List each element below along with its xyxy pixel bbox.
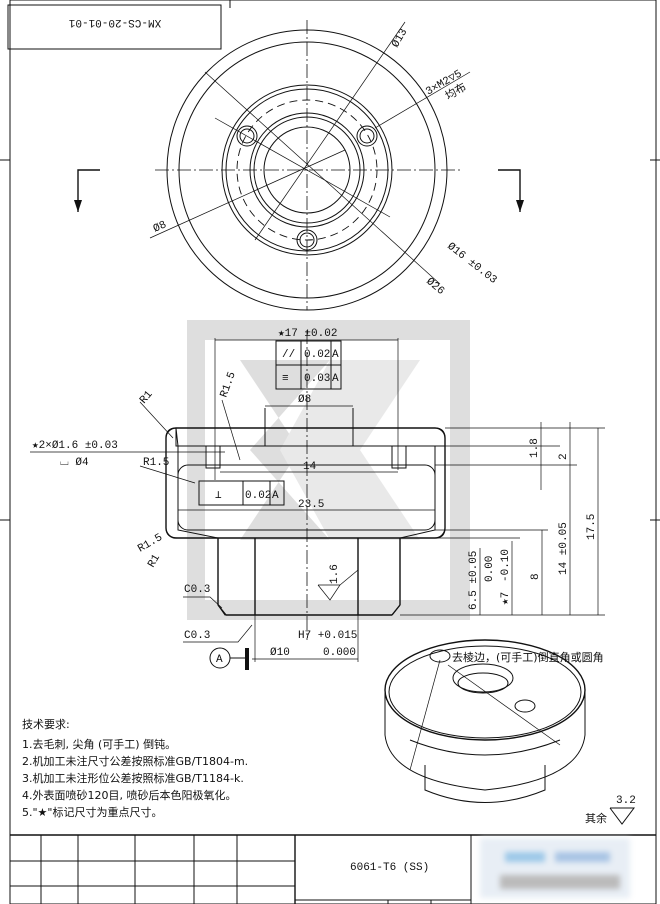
dim-7-tol-upper: 0.00 [484,556,496,582]
tech-req-item: 1.去毛刺, 尖角 (可手工) 倒钝。 [22,737,176,751]
dim-17: ★17 ±0.02 [278,328,337,340]
svg-text:A: A [272,490,279,502]
dim-d16: Ø16 ±0.03 [445,241,499,287]
dim-r15-top: R1.5 [218,370,238,399]
dim-2: 2 [558,453,570,460]
dim-hole: ★2×Ø1.6 ±0.03 [32,440,118,452]
dim-1-8: 1.8 [529,438,541,458]
svg-text://: // [282,349,295,361]
drawing-number: XM-CS-20-01-01 [68,16,161,28]
fcf-parallel: // 0.02 A ≡ 0.03 A [275,340,342,390]
dim-r15-low: R1.5 [136,532,165,556]
material: 6061-T6 (SS) [350,862,429,874]
dim-23-5: 23.5 [298,499,324,511]
chamfer-c03-a: C0.3 [184,584,210,596]
tech-req-item: 5."★"标记尺寸为重点尺寸。 [22,805,162,819]
dim-r1-low: R1 [146,552,163,570]
dim-bore-d10: Ø10 [270,647,290,659]
general-roughness: 3.2 其余 [585,795,636,825]
svg-text:A: A [216,654,223,666]
redacted-logo [480,838,630,898]
dim-d8-top: Ø8 [152,219,169,235]
datum-a: A [209,647,249,670]
title-block: 6061-T6 (SS) [10,834,656,904]
svg-text:⊥: ⊥ [215,490,222,502]
roughness-1-6: 1.6 [329,564,341,584]
fcf-perpendicular: ⊥ 0.02 A [198,480,285,506]
dim-8: 8 [530,573,542,580]
dim-7: ★7 [500,592,512,605]
svg-text:其余: 其余 [585,811,607,825]
tech-req-item: 3.机加工未注形位公差按照标准GB/T1184-k. [22,771,244,785]
dim-17-5: 17.5 [586,514,598,540]
dim-d8-section: Ø8 [298,394,311,406]
drawing-number-box: XM-CS-20-01-01 [7,4,222,50]
chamfer-c03-b: C0.3 [184,630,210,642]
dim-7-tol-lower: -0.10 [500,549,512,582]
dim-6-5: 6.5 ±0.05 [468,551,480,610]
tech-req-item: 2.机加工未注尺寸公差按照标准GB/T1804-m. [22,754,248,768]
svg-text:0.02: 0.02 [245,490,271,502]
dim-d13: Ø13 [390,27,410,50]
fcf-symmetry: ≡ [282,373,289,385]
svg-text:0.02: 0.02 [304,349,330,361]
tech-req-item: 4.外表面喷砂120目, 喷砂后本色阳极氧化。 [22,788,236,802]
watermark-logo [187,320,470,620]
svg-text:0.03: 0.03 [304,373,330,385]
dim-r1-top: R1 [138,388,156,406]
isometric-view: 去棱边，(可手工)倒直角或圆角 [384,639,604,803]
technical-requirements: 技术要求: 1.去毛刺, 尖角 (可手工) 倒钝。 2.机加工未注尺寸公差按照标… [22,718,248,819]
tech-req-title: 技术要求: [22,718,70,731]
svg-text:A: A [332,349,339,361]
svg-text:3.2: 3.2 [616,795,636,807]
dim-r15-mid: R1.5 [143,457,169,469]
dim-14-width: 14 [303,461,317,473]
dim-14-height: 14 ±0.05 [558,522,570,575]
bore-tolerance-upper: H7 +0.015 [298,630,357,642]
dim-d26: Ø26 [423,276,446,298]
dim-counterbore: ⌴ Ø4 [60,457,89,469]
drawing-border [9,0,657,904]
svg-text:A: A [332,373,339,385]
iso-note: 去棱边，(可手工)倒直角或圆角 [452,650,604,664]
top-view: Ø13 3×M2▽5 均布 Ø8 Ø16 ±0.03 Ø26 [74,20,524,311]
bore-tolerance-lower: 0.000 [323,647,356,659]
